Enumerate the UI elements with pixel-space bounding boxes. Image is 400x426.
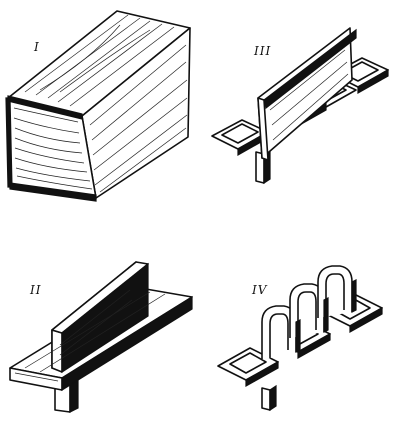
iii-fin-grain [269, 49, 349, 141]
iv-hlink-1-hole [229, 352, 267, 374]
iv-vertical-links [261, 265, 357, 360]
iv-vlink-1-shade [295, 319, 301, 353]
iii-link-1-hole [221, 123, 259, 144]
iv-lower-stem [261, 387, 271, 411]
stage-label-2: II [30, 283, 42, 297]
stage-label-1: I [34, 40, 40, 54]
stage-label-3: III [254, 44, 272, 58]
iv-vlink-1-inner [269, 313, 289, 358]
stage-2-t-profile [9, 261, 193, 413]
iii-fin-top-shade [263, 28, 357, 110]
block-bottom-edge [9, 182, 97, 202]
iv-hlink-3-edge [349, 306, 383, 334]
iv-hlink-2-edge [297, 332, 331, 360]
iv-vlink-3-shade [351, 279, 357, 313]
iv-vlink-2-inner [297, 291, 317, 336]
stage-1-wood-block [5, 10, 191, 202]
stage-3-links-begun [211, 27, 389, 185]
iii-fin-front [257, 97, 269, 161]
iii-link-4-edge [357, 68, 389, 95]
iv-vlink-3-inner [325, 273, 345, 316]
t-plank-side [61, 295, 193, 392]
t-grain [14, 289, 166, 382]
block-end-grain [13, 107, 93, 190]
block-side-grain [89, 44, 188, 193]
block-top-grain [24, 14, 175, 107]
stage-label-4: IV [252, 283, 268, 297]
stage-4-finished-chain [217, 265, 383, 412]
iv-lower-stem-shade [269, 384, 277, 412]
iv-vlink-2-shade [323, 297, 329, 333]
iv-hlink-1-edge [245, 360, 279, 388]
